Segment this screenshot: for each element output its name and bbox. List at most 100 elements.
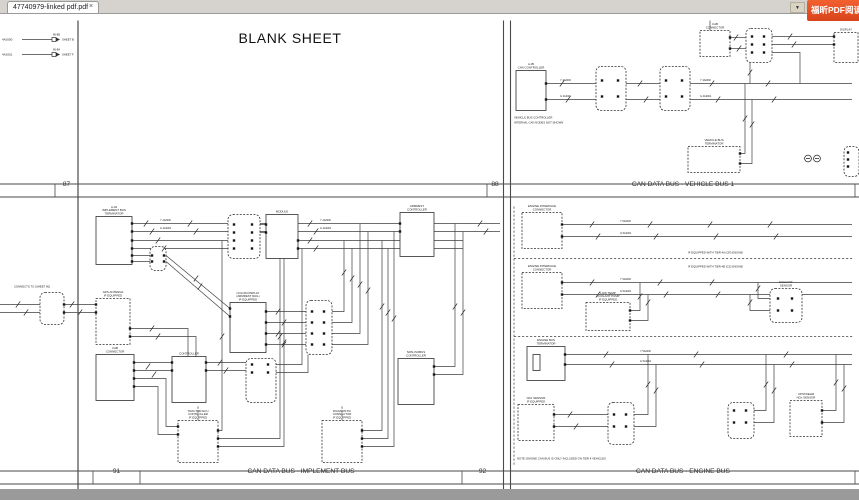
document-tab[interactable]: 47740979-linked pdf.pdf [7,1,99,13]
annotation: G 5A2001 [620,232,632,235]
component-label: TERMINATOR [705,142,724,146]
crossing-slash [223,367,229,374]
pin [628,309,632,312]
wire [218,240,223,431]
annotation: Y 5A2000 [620,278,632,281]
annotation: SHEET F [62,53,74,57]
annotation: INTERNAL CAN NODES NOT SHOWN [514,121,563,125]
crossing-slash [771,96,777,103]
wire [740,83,746,154]
pin [130,260,134,263]
component-label: A-04 [111,205,117,209]
pin [322,332,326,335]
tab-bar: 47740979-linked pdf.pdf × ▼ 福昕PDF阅读器 [0,0,859,21]
component-label: CONTROLLER [179,352,199,356]
crossing-slash [663,291,669,298]
wire [362,231,395,447]
component-label: VEHICLE BUS [704,138,723,142]
pin [132,369,136,372]
crossing-slash [783,351,789,358]
annotation: G 5A2001 [620,290,632,293]
crossing-slash [281,341,287,348]
pin [762,51,766,54]
foxit-pdf-button[interactable]: 福昕PDF阅读器 [807,0,859,21]
wire [634,364,657,427]
crossing-slash [151,371,157,378]
pin [264,321,268,324]
crossing-slash [565,96,571,103]
pin [750,51,754,54]
crossing-slash [357,281,363,288]
inline-connector [659,66,691,111]
component-label: MODULE [276,210,288,214]
color-display [229,302,267,353]
pin [728,36,732,39]
pin [398,230,402,233]
component-label: CONNECTOR [533,268,552,272]
component-label: UPSTREAM [798,392,815,396]
crossing-slash [763,381,769,388]
wire [754,364,775,423]
sheet-88-title: CAN DATA BUS - VEHICLE BUS 1 [631,180,735,188]
pin [170,361,174,364]
component-label: CONTROLLER [188,412,208,416]
crossing-slash [736,45,742,52]
crossing-slash [709,279,715,286]
crossing-slash [281,319,287,326]
annotation: Y 4A2000 [560,79,572,82]
chevron-down-icon[interactable]: ▼ [790,2,805,13]
crossing-slash [791,41,797,48]
implement-bus-terminator [95,216,133,265]
terminator-symbol [813,154,821,163]
annotation: Y 4A2000 [160,219,172,222]
component-label: CONTROLLER [406,354,426,358]
pin [264,310,268,313]
pin [250,247,254,250]
pin [762,35,766,38]
component-label: ENGINE INTERFACE [528,264,556,268]
can-controller [515,70,547,111]
crossing-slash [595,291,601,298]
pin [266,371,270,374]
crossing-slash [149,228,155,235]
pin [250,223,254,226]
crossing-slash [452,303,458,310]
armrest-controller [399,212,435,257]
component-label: CONTROLLER [407,208,427,212]
crossing-slash [747,299,753,306]
component-label: ARMREST [410,204,424,208]
document-tab-title: 47740979-linked pdf.pdf [13,4,89,11]
pin [310,332,314,335]
wire [134,378,178,427]
annotation: Y 4A2000 [700,79,712,82]
wire [165,255,231,309]
pin [176,425,180,428]
pin [560,293,564,296]
pin [624,413,628,416]
crossing-slash [657,279,663,286]
wire [772,52,801,84]
crossing-slash [733,34,739,41]
component-label: CAB [112,346,118,350]
pin [266,363,270,366]
pin [130,222,134,225]
inline-connector [727,402,755,439]
crossing-slash [765,80,771,87]
pin [310,310,314,313]
crossing-slash [755,285,761,292]
pin [204,369,208,372]
pin [560,235,564,238]
component-label: LOW TEMP [600,291,615,295]
pin [216,437,220,440]
crossing-slash [637,80,643,87]
pin [600,95,604,98]
pin [62,311,66,314]
nox-sensor [517,404,555,441]
controller [171,356,207,403]
pin [790,297,794,300]
annotation: G 4A2001 [160,227,172,230]
close-tab-icon[interactable]: × [88,3,94,10]
wire [822,354,837,411]
pin [563,353,567,356]
